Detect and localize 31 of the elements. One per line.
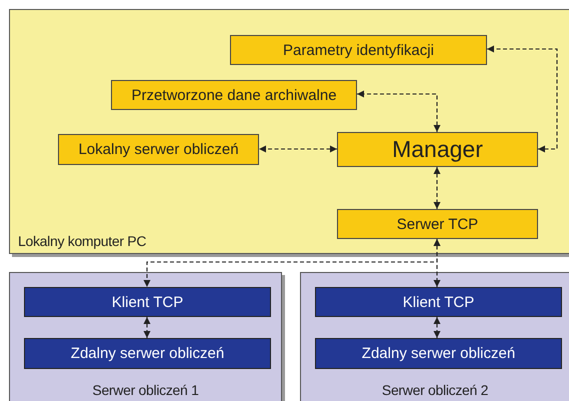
panel-label: Lokalny komputer PC	[18, 233, 146, 249]
panel-label: Serwer obliczeń 1	[92, 382, 199, 398]
connector-arrow	[434, 167, 440, 209]
module-box	[315, 338, 562, 369]
module-label: Parametry identyfikacji	[283, 42, 434, 58]
connector-arrow	[434, 239, 440, 287]
module-box	[58, 134, 259, 165]
module-label: Serwer TCP	[396, 216, 478, 232]
module-box	[315, 287, 562, 317]
connector-arrow	[357, 90, 440, 132]
connector-arrow	[259, 146, 337, 152]
module-label: Manager	[392, 136, 483, 163]
manager-box	[337, 132, 538, 167]
connector-arrow	[434, 317, 440, 338]
module-label: Zdalny serwer obliczeń	[362, 345, 516, 362]
module-box	[337, 209, 538, 239]
server-panel	[9, 272, 282, 401]
module-box	[24, 287, 271, 317]
module-box	[111, 80, 357, 110]
module-label: Lokalny serwer obliczeń	[78, 141, 239, 158]
server-panel	[300, 272, 569, 401]
module-label: Przetworzone dane archiwalne	[131, 86, 337, 104]
module-label: Zdalny serwer obliczeń	[70, 345, 224, 362]
module-box	[230, 35, 487, 65]
computer-panel	[9, 9, 569, 254]
module-box	[24, 338, 271, 369]
module-label: Klient TCP	[402, 294, 474, 310]
connector-arrow	[487, 46, 558, 152]
connector-arrow	[144, 317, 150, 338]
panel-label: Serwer obliczeń 2	[382, 382, 488, 398]
module-label: Klient TCP	[112, 294, 184, 310]
